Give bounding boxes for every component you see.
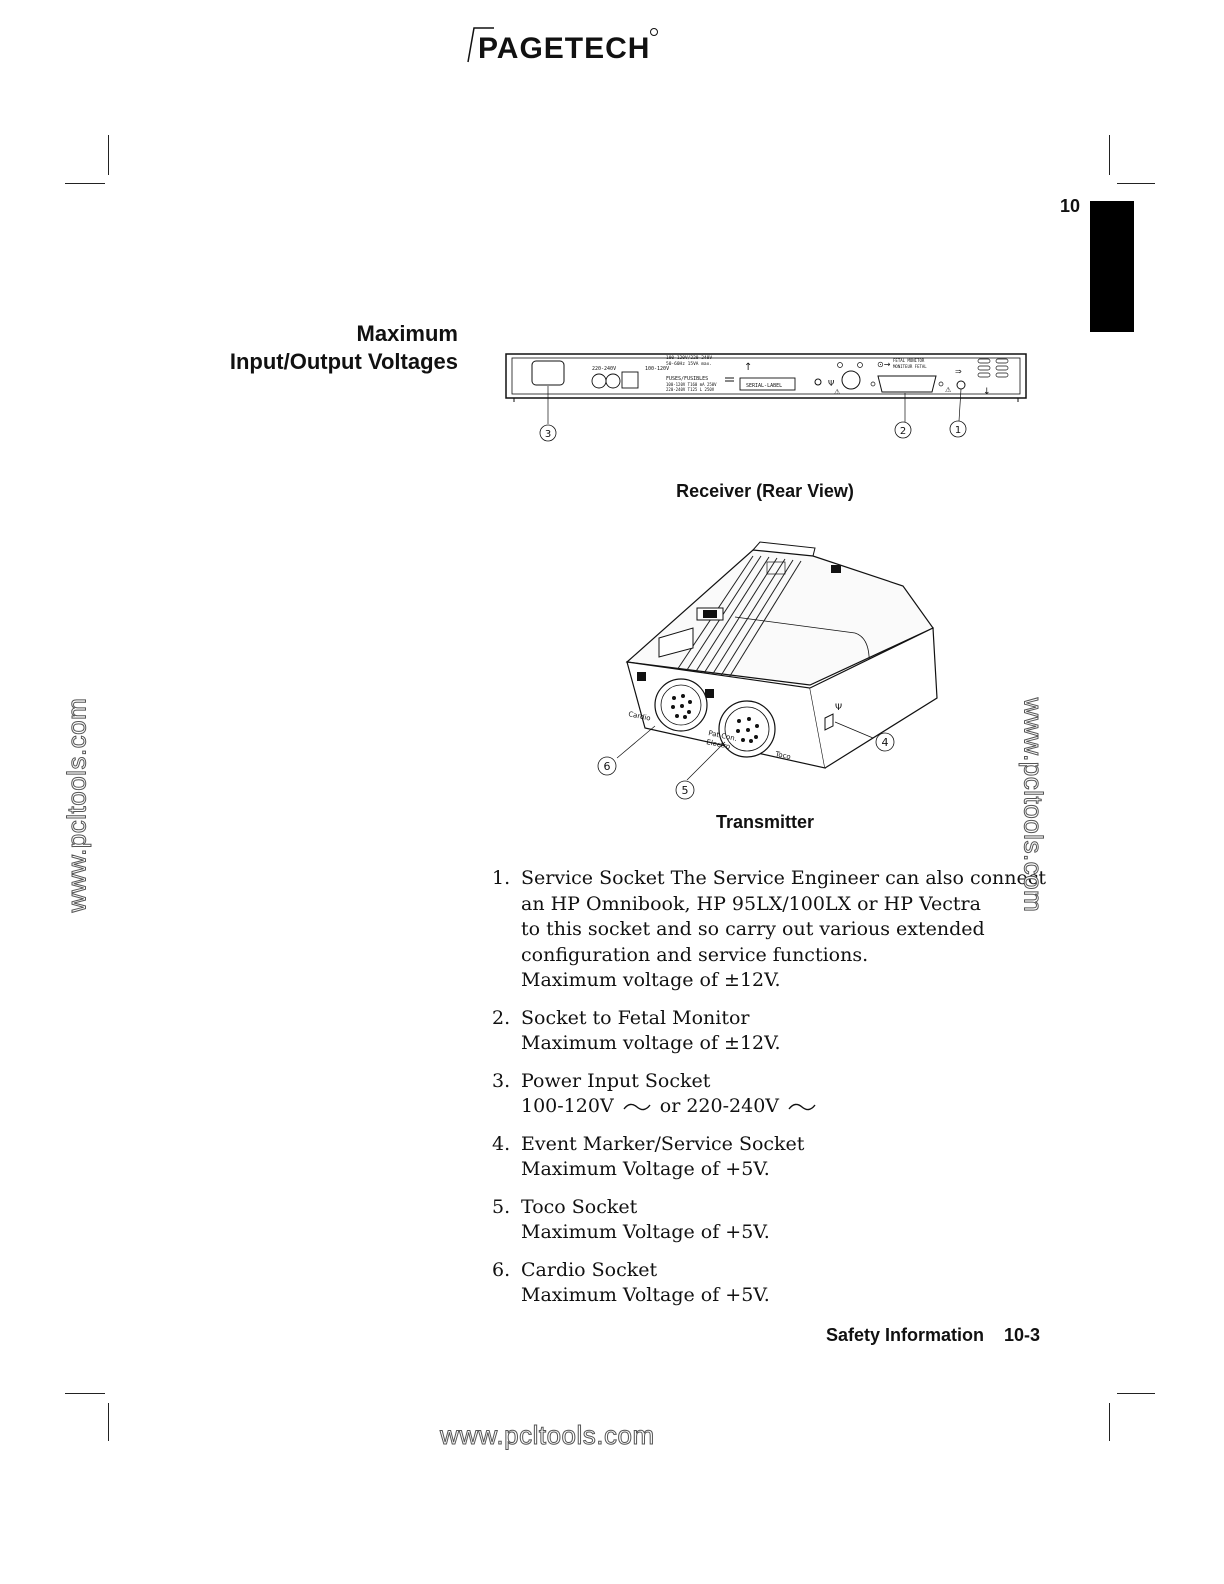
crop-mark [1109, 135, 1110, 175]
svg-text:MONITEUR FETAL: MONITEUR FETAL [893, 364, 927, 369]
page-footer: Safety Information 10-3 [760, 1325, 1040, 1346]
ac-wave-icon [623, 1103, 651, 1111]
list-item: 6. Cardio Socket Maximum Voltage of +5V. [492, 1258, 770, 1307]
power-input-socket [531, 360, 565, 386]
ac-wave-icon [788, 1103, 816, 1111]
svg-text:100-120V T160 mA 250V: 100-120V T160 mA 250V [666, 382, 717, 387]
page-number: 10-3 [1003, 1325, 1040, 1345]
watermark-right: www.pcltools.com [1018, 697, 1049, 913]
list-item: 2. Socket to Fetal Monitor Maximum volta… [492, 1006, 781, 1055]
svg-text:↓: ↓ [983, 387, 991, 397]
crop-mark [1117, 1393, 1155, 1394]
fetal-monitor-socket [877, 375, 937, 393]
callout-5: 5 [682, 784, 689, 797]
crop-mark [1109, 1403, 1110, 1441]
callout-6: 6 [604, 760, 611, 773]
svg-text:Ψ: Ψ [828, 379, 834, 388]
voltage-list: 1. Service Socket The Service Engineer c… [488, 866, 1048, 1321]
svg-text:Ψ: Ψ [835, 703, 842, 713]
chapter-number: 10 [1059, 196, 1080, 216]
svg-text:↑: ↑ [744, 362, 752, 373]
receiver-rear-view-diagram: 220-240V 100-120V 100-120V/220-240V 50-6… [505, 353, 1027, 442]
svg-text:FUSES/FUSIBLES: FUSES/FUSIBLES [666, 376, 708, 382]
crop-mark [108, 135, 109, 175]
svg-text:⇒: ⇒ [955, 367, 962, 376]
svg-text:FETAL MONITOR: FETAL MONITOR [893, 358, 925, 363]
callout-3: 3 [545, 429, 551, 440]
svg-text:⚠: ⚠ [945, 386, 952, 394]
pagetech-logo: PAGETECH [467, 27, 658, 65]
svg-text:100-120V: 100-120V [645, 366, 669, 372]
callout-1: 1 [955, 425, 961, 436]
callout-2: 2 [900, 426, 906, 437]
svg-text:100-120V/220-240V: 100-120V/220-240V [666, 355, 712, 361]
watermark-left: www.pcltools.com [61, 697, 92, 913]
crop-mark [65, 1393, 105, 1394]
section-heading: Maximum Input/Output Voltages [150, 320, 458, 376]
logo-text: PAGETECH [478, 32, 650, 65]
list-item: 5. Toco Socket Maximum Voltage of +5V. [492, 1195, 770, 1244]
list-item: 1. Service Socket The Service Engineer c… [492, 867, 1047, 991]
svg-text:⊙→: ⊙→ [877, 360, 891, 369]
section-heading-line1: Maximum [356, 321, 458, 346]
svg-text:50-60Hz 15VA max.: 50-60Hz 15VA max. [666, 361, 712, 367]
svg-text:SERIAL-LABEL: SERIAL-LABEL [746, 383, 782, 389]
crop-mark [1117, 183, 1155, 184]
receiver-caption: Receiver (Rear View) [676, 481, 854, 501]
svg-text:220-240V T125 L 250V: 220-240V T125 L 250V [666, 387, 715, 392]
svg-text:Toco: Toco [774, 750, 792, 761]
callout-4: 4 [882, 736, 889, 749]
crop-mark [108, 1403, 109, 1441]
list-item: 4. Event Marker/Service Socket Maximum V… [492, 1132, 805, 1181]
watermark-bottom: www.pcltools.com [440, 1420, 655, 1451]
list-item: 3. Power Input Socket 100-120V or 220-24… [488, 1069, 1048, 1120]
service-socket [956, 380, 966, 390]
svg-text:⚠: ⚠ [834, 388, 841, 396]
transmitter-diagram: Cardio Pat.Con. Electro Toco Ψ 6 5 4 [597, 541, 938, 800]
transmitter-caption: Transmitter [715, 812, 815, 832]
footer-section-name: Safety Information [825, 1325, 984, 1345]
chapter-tab [1090, 201, 1134, 332]
section-heading-line2: Input/Output Voltages [229, 349, 458, 374]
event-marker-jack [841, 370, 861, 390]
svg-text:220-240V: 220-240V [592, 366, 616, 372]
crop-mark [65, 183, 105, 184]
